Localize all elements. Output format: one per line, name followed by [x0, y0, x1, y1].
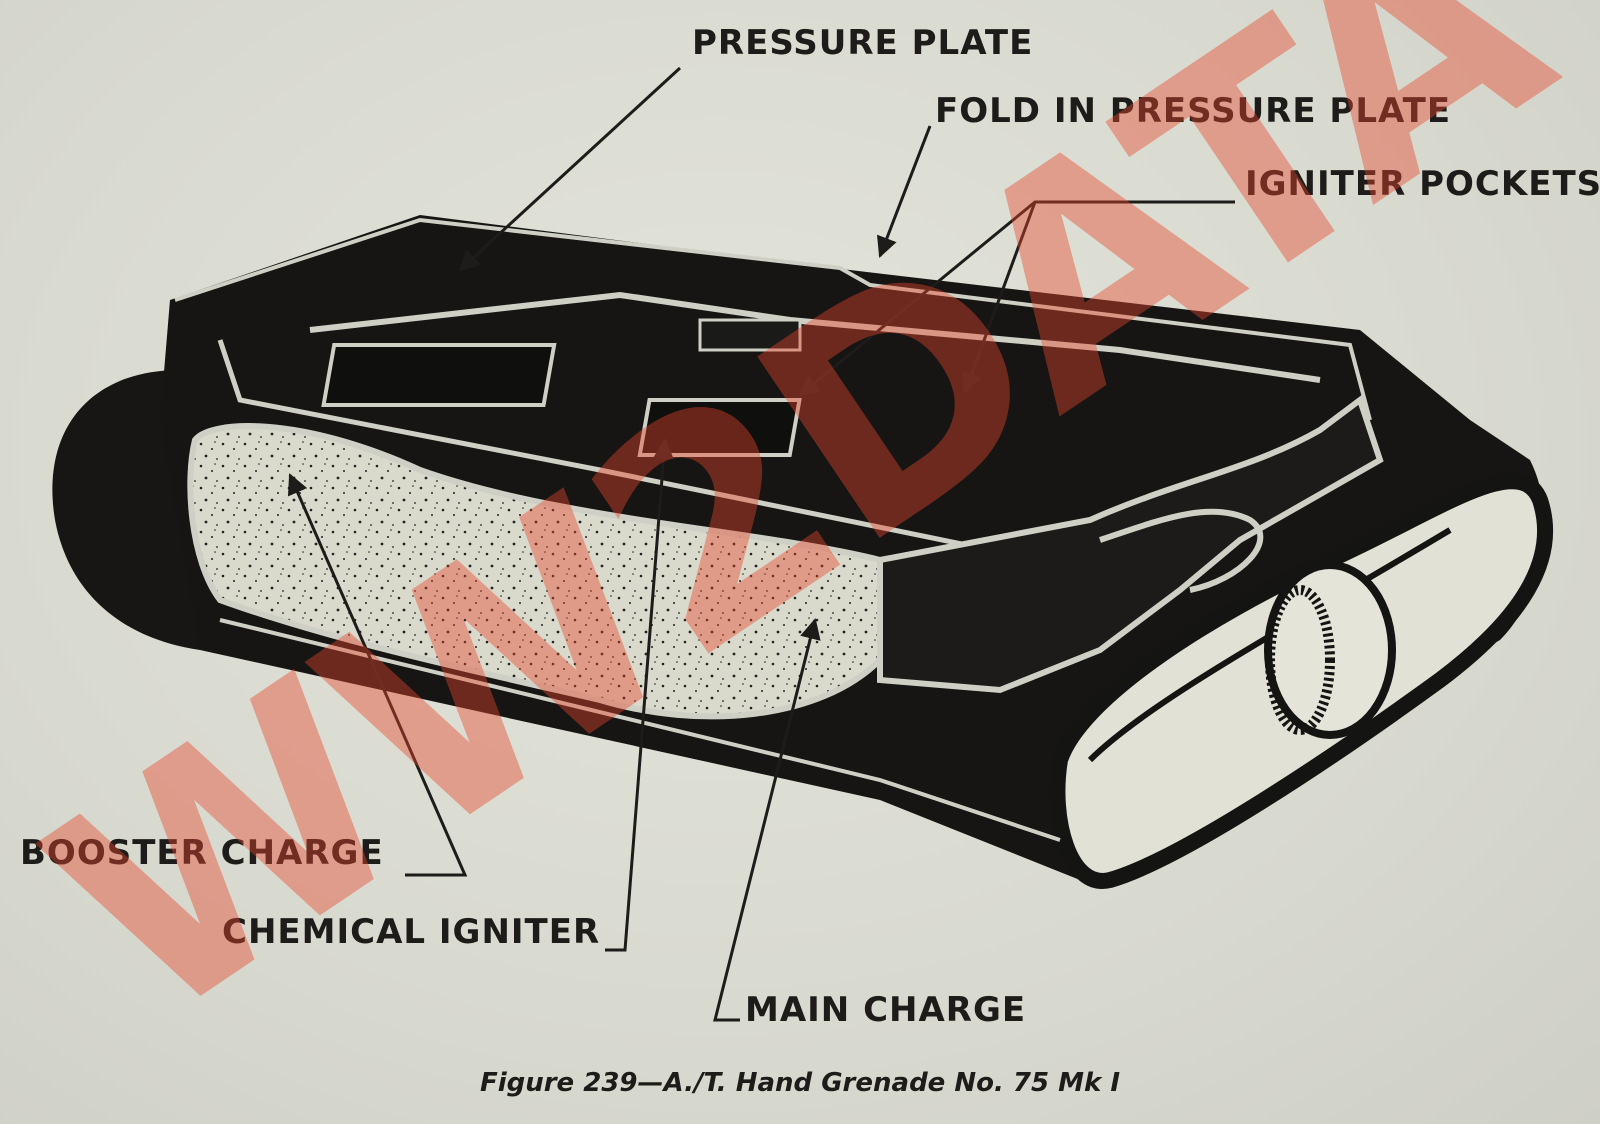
end-clip: [877, 395, 1384, 694]
igniter-pocket: [698, 318, 802, 352]
igniter-pocket: [321, 343, 557, 407]
igniter-pocket: [637, 398, 802, 457]
leader-pressure-plate: [458, 66, 682, 272]
label-pressure-plate: PRESSURE PLATE: [692, 23, 1034, 63]
knurled-cap: [1264, 561, 1396, 739]
label-chemical-igniter: CHEMICAL IGNITER: [222, 912, 601, 952]
label-fold-in-pressure-plate: FOLD IN PRESSURE PLATE: [935, 91, 1452, 131]
label-igniter-pockets: IGNITER POCKETS: [1245, 164, 1600, 204]
label-main-charge: MAIN CHARGE: [745, 990, 1027, 1030]
leader-chemical-igniter: [605, 437, 674, 952]
leader-fold: [876, 125, 932, 258]
label-booster-charge: BOOSTER CHARGE: [20, 833, 384, 873]
leader-main-charge: [713, 617, 821, 1022]
pressure-plate-outline: [174, 217, 1372, 421]
figure-caption: Figure 239—A./T. Hand Grenade No. 75 Mk …: [479, 1068, 1121, 1098]
leader-booster-charge: [287, 473, 468, 877]
